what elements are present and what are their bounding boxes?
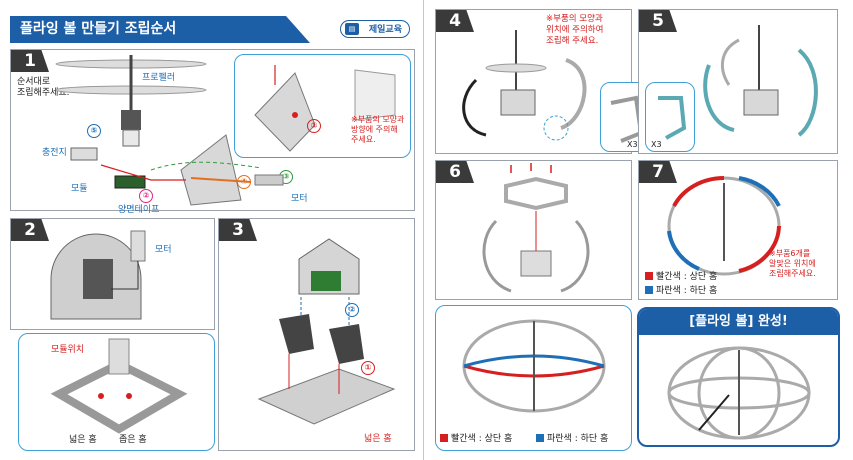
sphere-detail-illustration: [462, 319, 606, 413]
order-note: 순서대로 조립해주세요.: [17, 77, 70, 98]
quantity-label: X3: [627, 140, 638, 149]
motor-label: 모터: [291, 194, 308, 204]
brand-logo: ▤ 제일교육: [340, 20, 410, 38]
wide-groove-label: 넓은 홈: [364, 434, 392, 444]
step-3-panel: 3 ② ① 넓은 홈: [218, 218, 415, 451]
motor-label: 모터: [155, 245, 172, 255]
step-6-illustration: [482, 163, 590, 293]
step-number: 1: [11, 50, 49, 72]
page-title: 플라잉 볼 만들기 조립순서: [10, 16, 310, 43]
step-number: 3: [219, 219, 257, 241]
step-5-callout: X3: [645, 82, 695, 152]
propeller-label: 프로펠러: [142, 73, 176, 83]
step-number: 4: [436, 10, 474, 32]
marker-1: ①: [307, 119, 321, 133]
step-4-note: ※부품의 모양과 위치에 주의하여 조립해 주세요.: [546, 14, 604, 46]
step-7-panel: 7 ※부품6개를 알맞은 위치에 조립해주세요. 빨간색 : 상단 홈 파란색 …: [638, 160, 838, 300]
step-2-panel: 2 모터: [10, 218, 215, 330]
charger-label: 충전지: [42, 148, 67, 158]
wide-groove-label: 넓은 홈: [69, 435, 97, 445]
helicopter-illustration: [55, 55, 284, 206]
step-number: 7: [639, 161, 677, 183]
module-label: 모듈: [71, 184, 88, 194]
step-number: 2: [11, 219, 49, 241]
legend-blue: 파란색 : 하단 홈: [645, 283, 717, 296]
step-3-illustration: [257, 238, 396, 425]
legend-red: 빨간색 : 상단 홈: [645, 269, 717, 282]
tape-label: 양면테이프: [118, 205, 160, 215]
step-7-illustration: [667, 176, 781, 276]
marker-2: ②: [345, 303, 359, 317]
complete-panel: [플라잉 볼] 완성!: [637, 307, 840, 447]
quantity-label: X3: [651, 140, 662, 149]
step-6-panel: 6: [435, 160, 632, 300]
step-2-illustration: [50, 230, 146, 320]
step-4-illustration: [462, 30, 587, 141]
step-number: 6: [436, 161, 474, 183]
step-1-note: ※부품의 모양과 방향에 주의해 주세요.: [351, 115, 405, 144]
marker-1: ①: [361, 361, 375, 375]
arch-part-icon: [658, 96, 687, 140]
plate-illustration: [254, 65, 396, 152]
step-5-illustration: [703, 25, 818, 137]
step-7-note: ※부품6개를 알맞은 위치에 조립해주세요.: [769, 249, 816, 278]
step-6-callout: 빨간색 : 상단 홈 파란색 : 하단 홈: [435, 305, 632, 451]
marker-5: ⑤: [87, 124, 101, 138]
step-1-panel: 1 순서대로 조립해주세요. 프로펠러 ⑤ 충전지 모듈 양면테이프 ② ③ ④…: [10, 49, 415, 215]
book-icon: ▤: [345, 23, 359, 35]
page-divider: [423, 0, 424, 460]
step-2-callout: 모듈위치 넓은 홈 좁은 홈: [18, 333, 215, 451]
finished-ball-illustration: [667, 346, 811, 440]
step-4-panel: 4 ※부품의 모양과 위치에 주의하여 조립해 주세요. X3: [435, 9, 652, 154]
legend-red: 빨간색 : 상단 홈: [440, 431, 512, 444]
base-frame-illustration: [50, 338, 188, 434]
step-1-callout: ① ※부품의 모양과 방향에 주의해 주세요.: [234, 54, 411, 158]
marker-2: ②: [139, 189, 153, 203]
legend-blue: 파란색 : 하단 홈: [536, 431, 608, 444]
step-5-panel: 5 X3: [638, 9, 838, 154]
left-page: 플라잉 볼 만들기 조립순서 ▤ 제일교육 1 순서대로 조립해주세요. 프로펠…: [0, 0, 420, 460]
brand-name: 제일교육: [368, 25, 402, 35]
module-position-label: 모듈위치: [51, 345, 85, 355]
step-number: 5: [639, 10, 677, 32]
narrow-groove-label: 좁은 홈: [119, 435, 147, 445]
complete-title: [플라잉 볼] 완성!: [639, 309, 838, 335]
